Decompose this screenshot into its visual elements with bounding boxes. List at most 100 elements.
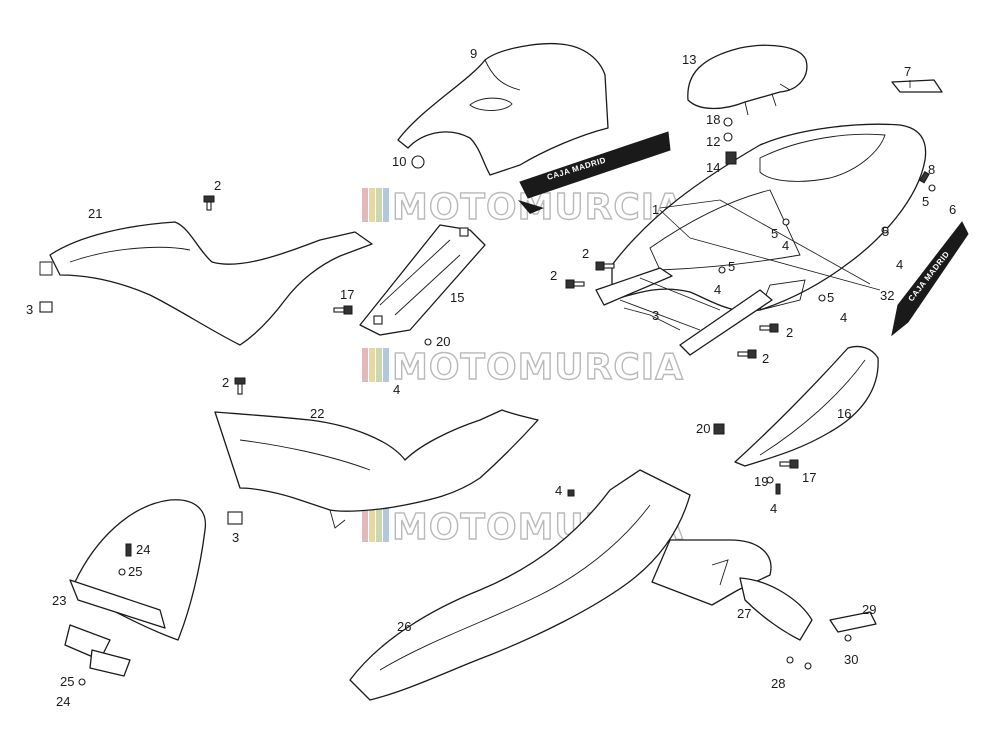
nut — [725, 151, 737, 165]
callout-17: 17 — [340, 287, 354, 302]
watermark-top: MOTOMURCIA — [362, 186, 684, 229]
callout-32: 32 — [880, 288, 894, 303]
washer — [723, 132, 733, 142]
callout-labels: 1 2 2 2 2 2 2 3 3 3 4 4 4 4 4 4 4 5 5 5 … — [26, 46, 956, 709]
washer — [844, 634, 852, 642]
callout-12: 12 — [706, 134, 720, 149]
callout-1: 1 — [652, 202, 659, 217]
screw — [779, 459, 799, 469]
washer — [881, 226, 889, 234]
callout-25: 25 — [60, 674, 74, 689]
screw — [333, 305, 353, 315]
callout-19: 19 — [754, 474, 768, 489]
callout-24: 24 — [56, 694, 70, 709]
washer — [723, 117, 733, 127]
part-16-tail-side — [734, 345, 879, 467]
callout-24: 24 — [136, 542, 150, 557]
callout-20: 20 — [696, 421, 710, 436]
part-29-small-bracket — [829, 611, 877, 633]
screw — [567, 489, 575, 497]
part-13-pillion-seat — [687, 44, 808, 116]
callout-3: 3 — [26, 302, 33, 317]
decal-text: CAJA MADRID — [906, 249, 951, 303]
callout-8: 8 — [928, 162, 935, 177]
callout-5: 5 — [771, 226, 778, 241]
screw — [737, 349, 757, 359]
callout-2: 2 — [222, 375, 229, 390]
callout-25: 25 — [128, 564, 142, 579]
part-27-license-bracket — [651, 539, 813, 641]
callout-29: 29 — [862, 602, 876, 617]
callout-6: 6 — [949, 202, 956, 217]
callout-4: 4 — [896, 257, 903, 272]
callout-26: 26 — [397, 619, 411, 634]
callout-5: 5 — [882, 224, 889, 239]
clip — [227, 511, 243, 525]
callout-3: 3 — [652, 308, 659, 323]
washer — [411, 155, 425, 169]
callout-2: 2 — [582, 246, 589, 261]
screw — [595, 261, 615, 271]
washer — [818, 294, 826, 302]
washer — [118, 568, 126, 576]
part-9-rider-seat — [397, 42, 609, 176]
callout-7: 7 — [904, 64, 911, 79]
callout-9: 9 — [470, 46, 477, 61]
part-7-badge — [891, 79, 943, 93]
callout-3: 3 — [232, 530, 239, 545]
callout-23: 23 — [52, 593, 66, 608]
callout-2: 2 — [786, 325, 793, 340]
callout-4: 4 — [840, 310, 847, 325]
part-23-rear-hugger — [64, 499, 207, 677]
callout-4: 4 — [770, 501, 777, 516]
nut — [713, 423, 725, 435]
watermark-middle: MOTOMURCIA — [362, 346, 684, 389]
screw — [565, 279, 585, 289]
part-32-subframe — [595, 267, 773, 356]
callout-18: 18 — [706, 112, 720, 127]
screw — [919, 170, 930, 184]
screw — [775, 483, 781, 495]
washer — [928, 184, 936, 192]
washer — [78, 678, 86, 686]
callout-5: 5 — [922, 194, 929, 209]
screw — [203, 195, 215, 211]
hardware-fasteners — [39, 117, 936, 686]
part-15-bracket — [359, 224, 486, 336]
washer — [782, 218, 790, 226]
washer — [804, 662, 812, 670]
washer — [718, 266, 726, 274]
callout-4: 4 — [555, 483, 562, 498]
callout-30: 30 — [844, 652, 858, 667]
callout-2: 2 — [762, 351, 769, 366]
callout-13: 13 — [682, 52, 696, 67]
part-1-tail-cowl — [611, 123, 927, 312]
callout-2: 2 — [550, 268, 557, 283]
callout-14: 14 — [706, 160, 720, 175]
callout-27: 27 — [737, 606, 751, 621]
callout-5: 5 — [827, 290, 834, 305]
callout-28: 28 — [771, 676, 785, 691]
callout-17: 17 — [802, 470, 816, 485]
part-21-side-panel — [39, 221, 373, 346]
watermark-text: MOTOMURCIA — [392, 347, 684, 388]
callout-21: 21 — [88, 206, 102, 221]
callout-4: 4 — [714, 282, 721, 297]
washer — [786, 656, 794, 664]
washer — [424, 338, 432, 346]
callout-15: 15 — [450, 290, 464, 305]
callout-10: 10 — [392, 154, 406, 169]
washer — [766, 476, 774, 484]
callout-2: 2 — [214, 178, 221, 193]
callout-4: 4 — [782, 238, 789, 253]
clip — [39, 301, 53, 313]
callout-4: 4 — [393, 382, 400, 397]
leader-lines — [623, 80, 911, 331]
part-26-undertail — [349, 469, 691, 701]
screw — [125, 543, 132, 557]
decal-tail-right: CAJA MADRID — [891, 221, 969, 337]
part-22-central-cover — [214, 409, 539, 529]
callout-5: 5 — [728, 259, 735, 274]
